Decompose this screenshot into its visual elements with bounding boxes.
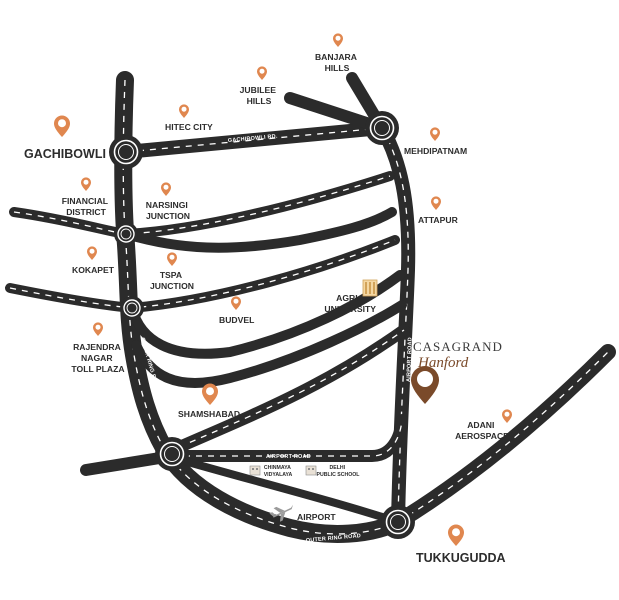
label-gachibowli: GACHIBOWLI — [24, 147, 106, 161]
kokapet-pin-icon — [87, 246, 97, 260]
tspa-pin-icon — [167, 252, 177, 266]
shamshabad-junction — [154, 436, 190, 472]
road-label-gachibowli-rd: GACHIBOWLI RD. — [228, 134, 278, 144]
airplane-icon — [269, 504, 293, 522]
label-chinmaya-vidyalaya: CHINMAYA VIDYALAYA — [264, 465, 293, 478]
label-mehdipatnam: MEHDIPATNAM — [404, 146, 467, 156]
label-attapur: ATTAPUR — [418, 215, 459, 225]
label-hitec-city: HITEC CITY — [165, 122, 213, 132]
label-tspa-junction: TSPA JUNCTION — [150, 270, 194, 291]
banjara-hills-pin-icon — [333, 33, 343, 47]
airport-link-road — [170, 454, 402, 526]
road-label-airport-road-v: AIRPORT ROAD — [406, 337, 414, 382]
financial-district-pin-icon — [81, 177, 91, 191]
brand-name: CASAGRAND — [413, 339, 503, 354]
narsingi-pin-icon — [161, 182, 171, 196]
link-road — [131, 300, 407, 388]
label-narsingi-junction: NARSINGI JUNCTION — [146, 200, 190, 221]
shamshabad-pin-icon — [202, 383, 218, 405]
label-kokapet: KOKAPET — [72, 265, 115, 275]
label-shamshabad: SHAMSHABAD — [178, 409, 240, 419]
label-banjara-hills: BANJARA HILLS — [315, 52, 359, 73]
label-rajendra-nagar: RAJENDRA NAGAR TOLL PLAZA — [71, 342, 124, 374]
dps-building-icon — [305, 465, 317, 476]
road-network — [5, 71, 616, 543]
tspa-junction-circle — [119, 295, 145, 321]
gachibowli-junction — [108, 134, 144, 170]
label-airport: AIRPORT — [297, 512, 336, 522]
label-jubilee-hills: JUBILEE HILLS — [240, 85, 279, 106]
agri-university-building-icon — [362, 279, 378, 297]
casagrand-hanford-marker — [411, 366, 439, 404]
jubilee-hills-pin-icon — [257, 66, 267, 80]
narsingi-road — [121, 207, 397, 253]
brand-project: Hanford — [417, 355, 469, 371]
tukkugudda-pin-icon — [448, 524, 464, 546]
adani-aerospace-pin-icon — [502, 409, 512, 423]
gachibowli-road — [119, 121, 389, 159]
chinmaya-building-icon — [249, 465, 261, 476]
label-financial-district: FINANCIAL DISTRICT — [62, 196, 111, 217]
budvel-road — [127, 270, 405, 359]
road-label-airport-road-h: AIRPORT ROAD — [266, 454, 311, 460]
gachibowli-pin-icon — [54, 115, 70, 137]
tukkugudda-junction — [380, 504, 416, 540]
road-label-orr-south: OUTER RING ROAD — [306, 533, 362, 544]
label-adani-aerospace: ADANI AEROSPACE — [455, 420, 509, 441]
budvel-pin-icon — [231, 296, 241, 310]
label-tukkugudda: TUKKUGUDDA — [416, 551, 506, 565]
attapur-pin-icon — [431, 196, 441, 210]
financial-district-road — [9, 171, 395, 239]
hitec-city-pin-icon — [179, 104, 189, 118]
place-labels: BANJARA HILLS JUBILEE HILLS HITEC CITY G… — [24, 52, 509, 565]
label-budvel: BUDVEL — [219, 315, 254, 325]
rajendra-nagar-pin-icon — [93, 322, 103, 336]
label-delhi-public-school: DELHI PUBLIC SCHOOL — [317, 465, 361, 478]
mehdipatnam-junction — [364, 110, 400, 146]
mehdipatnam-pin-icon — [430, 127, 440, 141]
label-agri-university: AGRI UNIVERSITY — [324, 293, 376, 314]
narsingi-junction-circle — [113, 221, 139, 247]
